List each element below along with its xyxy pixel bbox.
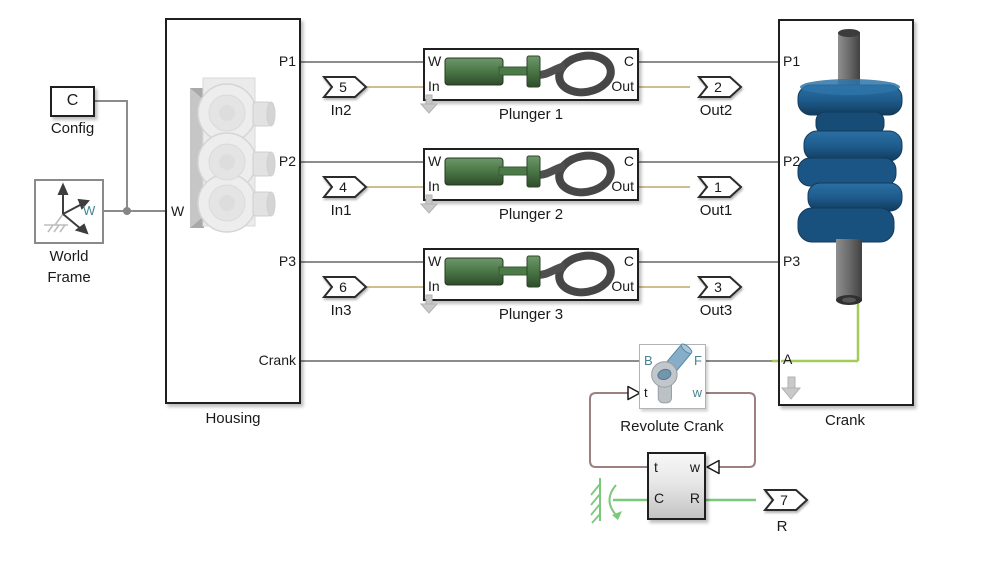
connection-label-number: 7 [780,492,788,508]
crank-port-a: A [783,351,793,367]
plunger2-port-in: In [428,178,440,194]
config-icon-letter: C [66,92,79,109]
wire-junction-dot [123,207,131,215]
plunger2-port-c: C [623,153,634,169]
piston-ring-icon [555,251,615,297]
plunger1-port-w: W [428,53,442,69]
connection-label-out2[interactable]: 2 [690,76,743,98]
connection-label-number: 2 [714,79,722,95]
label-r: R [776,518,788,535]
plunger3-label: Plunger 3 [498,306,564,323]
connection-label-in2[interactable]: 5 [315,76,368,98]
config-block[interactable] [50,86,95,117]
config-label: Config [50,120,95,137]
drive-port-t: t [654,459,658,475]
crank-label: Crank [824,412,865,429]
connection-label-out3[interactable]: 3 [690,276,743,298]
connection-label-r[interactable]: 7 [756,489,809,511]
plunger2-block[interactable] [423,148,639,201]
plunger-icon [444,51,615,97]
drive-subsystem-block[interactable] [647,452,706,520]
crank-port-p1: P1 [783,53,801,69]
world-frame-label-line2: Frame [47,269,91,286]
drive-port-w: w [689,459,700,475]
plunger2-port-w: W [428,153,442,169]
label-in2: In2 [330,102,352,119]
plunger1-label: Plunger 1 [498,106,564,123]
ground-hatch-icon [44,213,68,233]
housing-label: Housing [205,410,261,427]
crank-port-p2: P2 [783,153,801,169]
plunger2-label: Plunger 2 [498,206,564,223]
connection-label-out1[interactable]: 1 [690,176,743,198]
connection-label-number: 3 [714,279,722,295]
plunger3-port-w: W [428,253,442,269]
revolute-joint-icon [651,343,693,404]
connection-label-number: 1 [714,179,722,195]
plunger2-port-out: Out [611,178,634,194]
plunger3-port-in: In [428,278,440,294]
label-out1: Out1 [699,202,733,219]
rotational-ground-icon[interactable] [590,478,622,524]
crankshaft-3d-icon [781,29,903,363]
piston-ring-icon [555,151,615,197]
housing-3d-icon [190,77,276,233]
plunger3-block[interactable] [423,248,639,301]
crank-block[interactable] [778,19,914,406]
housing-block[interactable] [165,18,301,404]
revolute-port-t: t [644,385,648,400]
crank-port-p3: P3 [783,253,801,269]
label-in3: In3 [330,302,352,319]
housing-port-p3: P3 [278,253,296,269]
plunger1-port-in: In [428,78,440,94]
piston-ring-icon [555,51,615,97]
plunger-icon [444,251,615,297]
plunger3-port-c: C [623,253,634,269]
label-out2: Out2 [699,102,733,119]
connection-label-number: 6 [339,279,347,295]
connection-label-in3[interactable]: 6 [315,276,368,298]
world-frame-port-w: W [83,203,96,218]
signal-input-arrow-w [706,459,720,475]
connection-label-number: 5 [339,79,347,95]
revolute-crank-block[interactable] [639,343,706,409]
housing-port-crank: Crank [258,352,296,368]
plunger3-port-out: Out [611,278,634,294]
drive-port-r: R [689,490,700,506]
plunger1-port-out: Out [611,78,634,94]
world-frame-label-line1: World [49,248,89,265]
plunger1-block[interactable] [423,48,639,101]
connection-label-in1[interactable]: 4 [315,176,368,198]
plunger-icon [444,151,615,197]
revolute-port-f: F [694,353,702,368]
crank-a-internal-wire [781,302,860,363]
revolute-port-b: B [644,353,653,368]
housing-port-w: W [171,203,185,219]
plunger1-port-c: C [623,53,634,69]
housing-port-p1: P1 [278,53,296,69]
world-frame-block[interactable] [34,179,104,244]
housing-port-p2: P2 [278,153,296,169]
label-out3: Out3 [699,302,733,319]
drive-port-c: C [654,490,665,506]
label-in1: In1 [330,202,352,219]
revolute-port-w: w [692,385,702,400]
connection-label-number: 4 [339,179,347,195]
world-frame-axes-icon [44,182,90,235]
revolute-crank-label: Revolute Crank [620,418,724,435]
